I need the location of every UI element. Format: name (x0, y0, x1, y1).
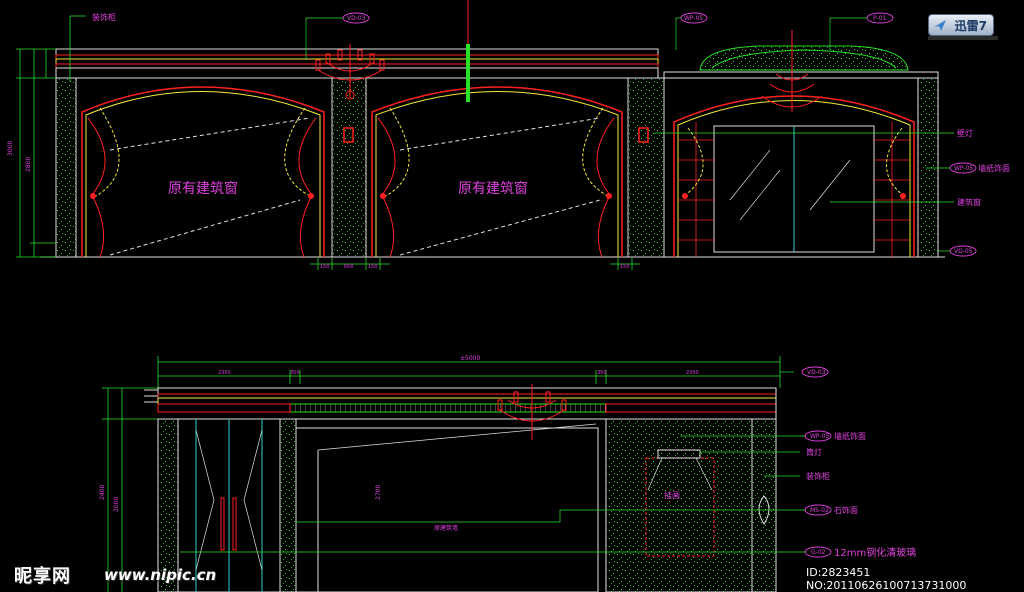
callout-text-2: 筒灯 (806, 447, 822, 457)
callout-tag-1: WP-05 (810, 433, 829, 440)
window-label-right: 原有建筑窗 (458, 180, 528, 197)
tag-vd-right: VD-05 (954, 248, 973, 255)
tag-p-top: P-01 (873, 15, 886, 22)
dim-bottom-2: 650 (344, 264, 354, 270)
badge-label: 迅雷7 (954, 18, 987, 33)
bottom-elevation (102, 356, 832, 592)
dim-bottom-4: 150 (620, 264, 630, 270)
dim-bottom-1: 150 (320, 264, 330, 270)
callout-tag-5: G-02 (811, 549, 826, 556)
dim-bottom-3: 150 (368, 264, 378, 270)
chandelier-icon (761, 30, 823, 112)
dim-top-4: 2350 (686, 370, 699, 376)
tag-vd-bottom: VD-03 (807, 369, 826, 376)
dim-lower-top: 2800 (25, 157, 32, 172)
dim-mid-bottom: 2700 (375, 485, 382, 500)
label-cabinet-top: 装饰柜 (92, 12, 116, 22)
dim-left-bottom: 2400 (99, 485, 106, 500)
wall-lamp-icon (638, 127, 649, 143)
callout-wallpaper: 墙纸饰面 (978, 163, 1010, 173)
callout-text-5: 12mm钢化清玻璃 (834, 546, 916, 559)
window-label-left: 原有建筑窗 (168, 180, 238, 197)
watermark-brand: 昵享网 (14, 566, 71, 587)
chandelier-icon (315, 44, 385, 100)
callout-window: 建筑窗 (957, 197, 981, 207)
watermark-id: ID:2823451 NO:20110626100713731000 (806, 566, 967, 592)
badge-shadow (928, 36, 998, 40)
callout-text-3: 装饰柜 (806, 471, 830, 481)
tag-wp-top: WP-05 (684, 15, 703, 22)
callout-tag-4: MS-02 (810, 507, 829, 514)
dim-top-2: 350 (290, 370, 300, 376)
watermark-url: www.nipic.cn (104, 566, 217, 584)
callout-text-4: 石饰面 (834, 505, 858, 515)
tag-wp-right: WP-05 (954, 165, 973, 172)
dim-sub-bottom: 2000 (113, 497, 120, 512)
dim-height-top: 3000 (7, 141, 14, 156)
dim-top-3: 350 (597, 370, 607, 376)
dim-total: ±5000 (460, 355, 480, 362)
xunlei-badge[interactable]: 迅雷7 (928, 14, 994, 36)
bird-icon (934, 20, 946, 31)
chandelier-icon (497, 384, 567, 440)
center-label: 原建筑墙 (434, 524, 458, 532)
callout-lamp: 壁灯 (957, 128, 973, 138)
wall-lamp-icon (343, 127, 354, 143)
tag-vd-top: VD-03 (347, 15, 366, 22)
top-elevation (16, 0, 977, 270)
inner-label: 挂画 (664, 490, 680, 500)
callout-text-1: 墙纸饰面 (834, 431, 866, 441)
dim-top-1: 2350 (218, 370, 231, 376)
